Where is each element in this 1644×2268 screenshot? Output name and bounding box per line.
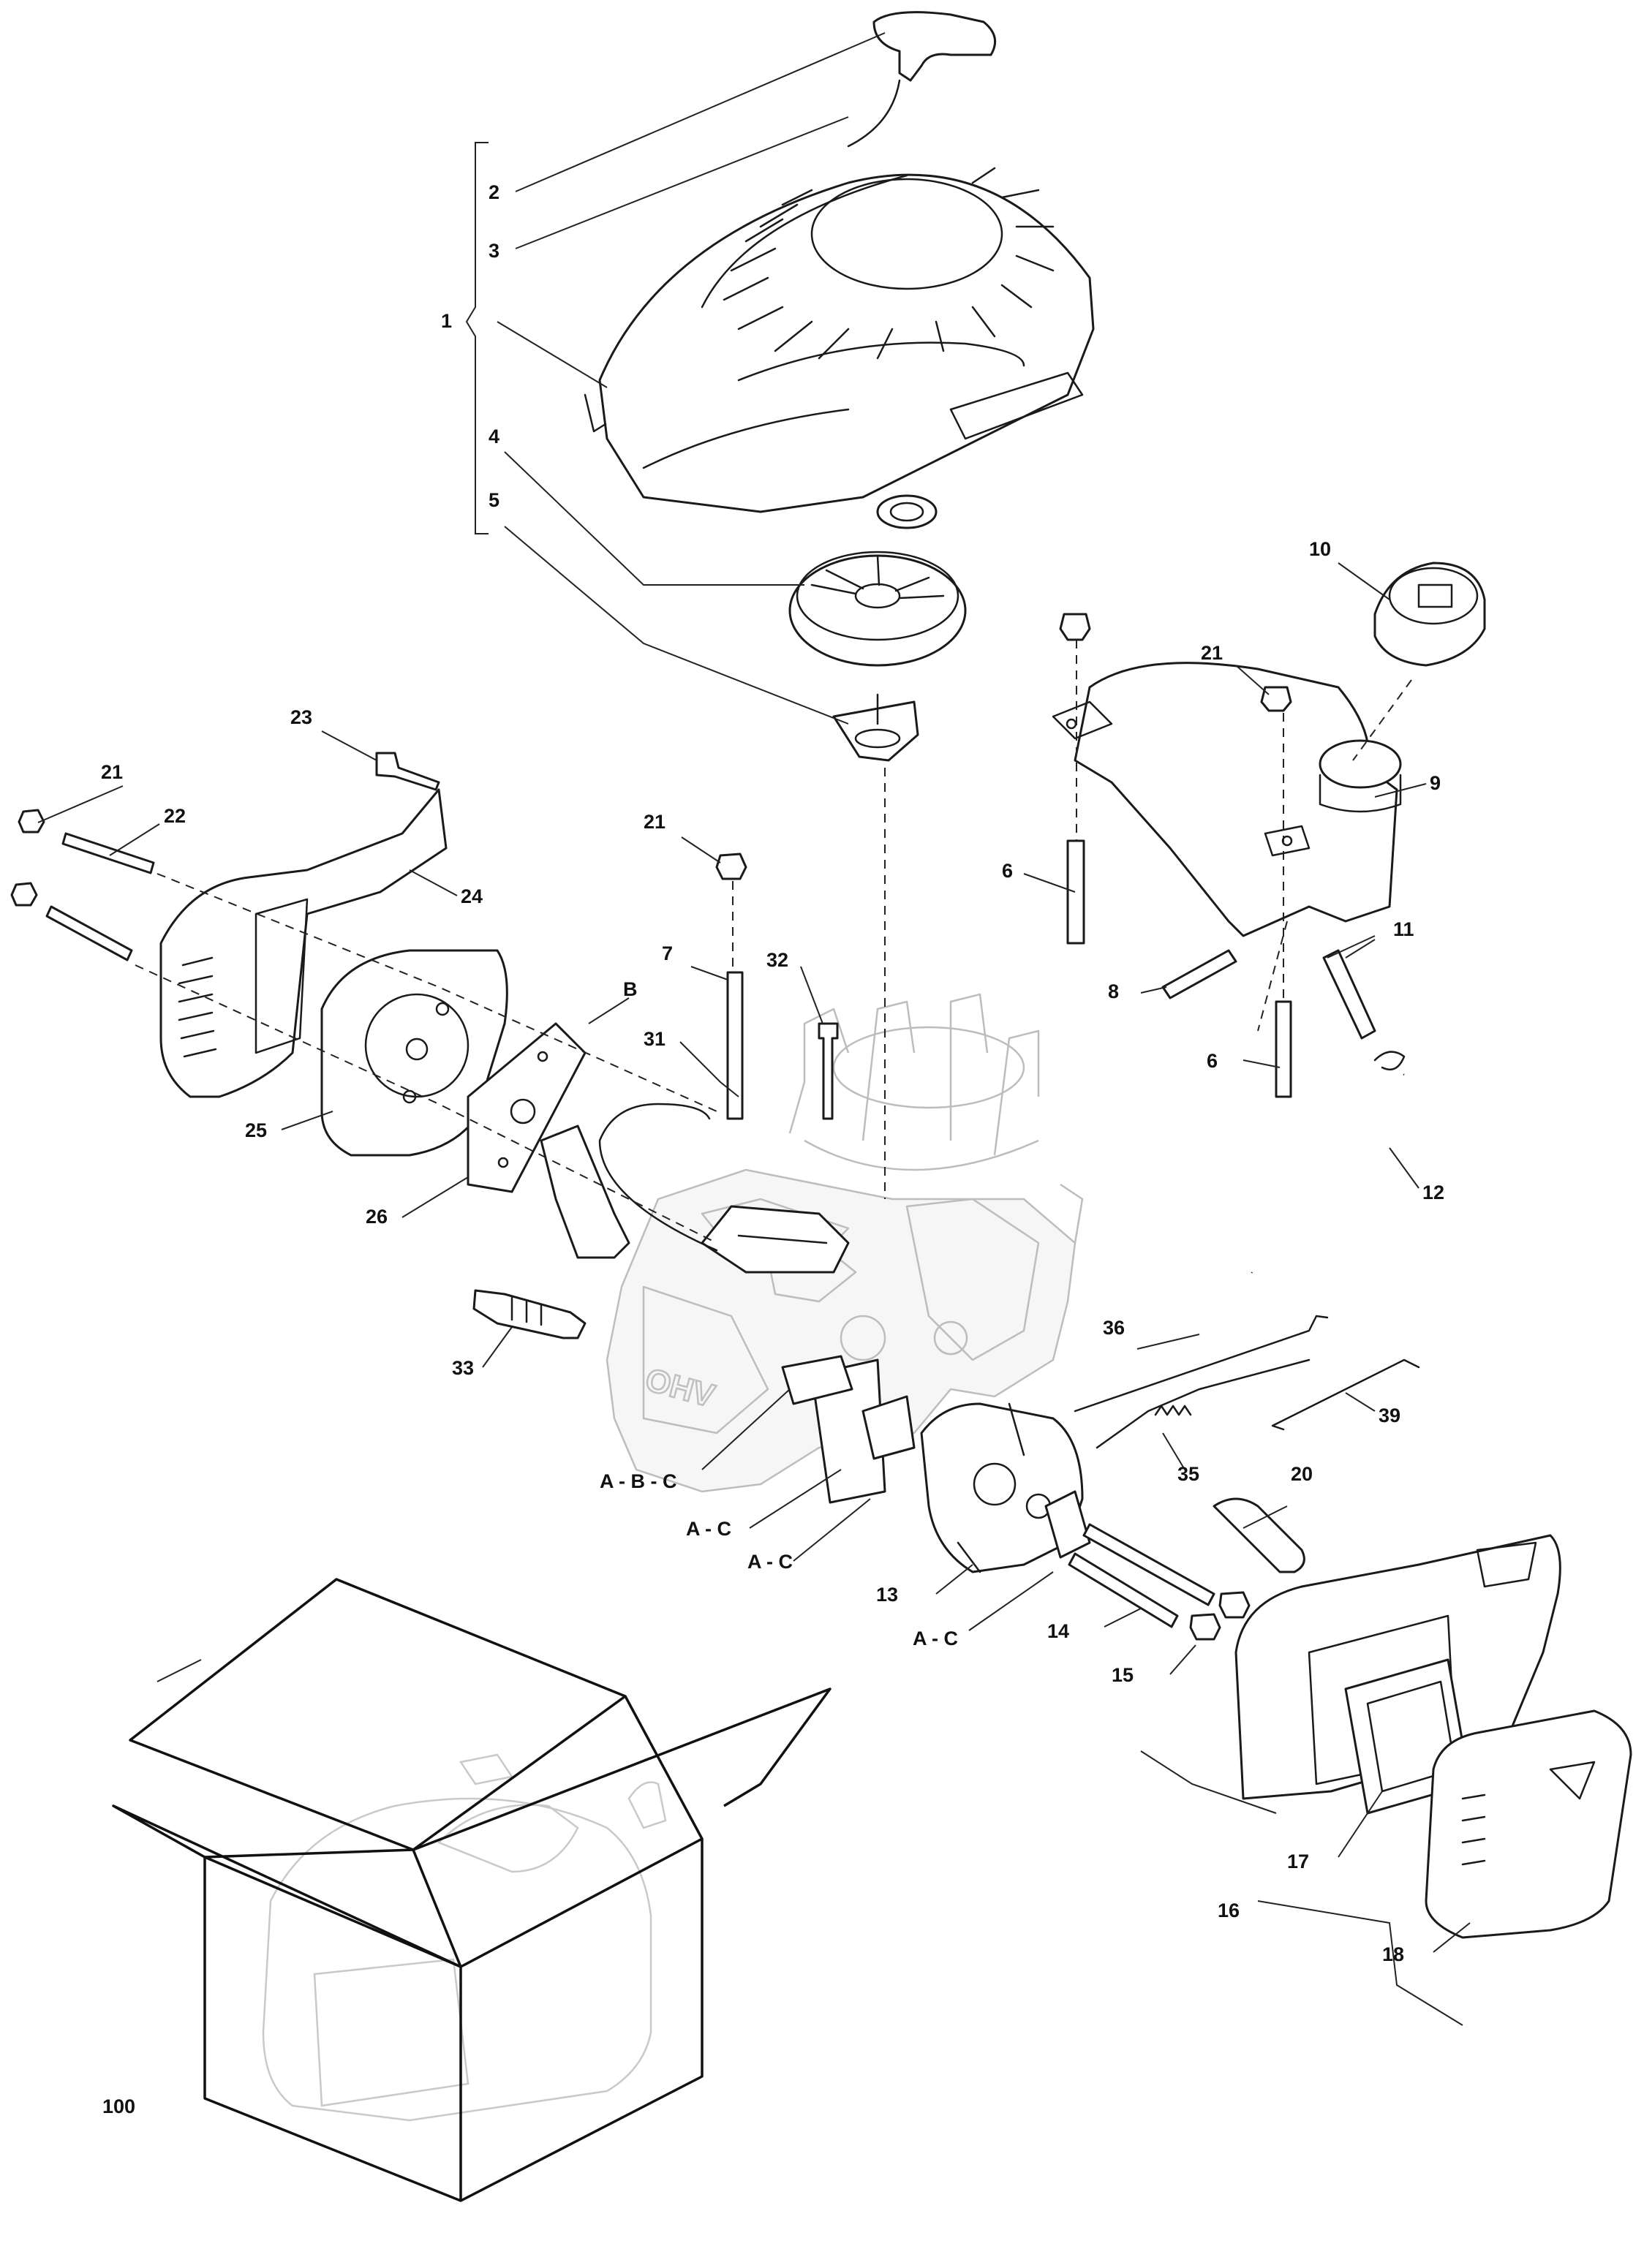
- governor-rod-36: [1074, 1315, 1329, 1413]
- callout-39: 39: [1379, 1405, 1400, 1426]
- muffler-gasket: [467, 1022, 587, 1193]
- callout-7: 7: [662, 942, 673, 964]
- housing-vents: [723, 167, 1055, 360]
- carb-gasket-d: [1044, 1490, 1091, 1559]
- breather-tube: [1213, 1497, 1305, 1573]
- axis-fuel-line: [1257, 921, 1288, 1032]
- starter-pulley: [788, 494, 967, 667]
- choke-rod-39: [1271, 1358, 1420, 1431]
- tank-nut-21: [1059, 613, 1091, 641]
- muffler-stud-lower: [45, 905, 133, 961]
- starter-housing: [584, 167, 1095, 513]
- callout-B: B: [623, 978, 638, 1000]
- air-filter-cover: [1425, 1709, 1632, 1939]
- callout-AC1: A - C: [686, 1518, 731, 1540]
- leader-lines: [37, 32, 1471, 2026]
- callout-100: 100: [102, 2095, 135, 2117]
- spark-plug: [472, 1289, 587, 1339]
- fuel-hose-inner: [1248, 1071, 1448, 1274]
- fuel-cap: [1373, 562, 1486, 667]
- callout-31: 31: [644, 1028, 665, 1050]
- starter-handle: [872, 11, 997, 82]
- callout-20: 20: [1291, 1463, 1313, 1485]
- coil-nut: [715, 853, 747, 880]
- callout-23: 23: [290, 706, 312, 728]
- carb-stud-upper: [1082, 1523, 1215, 1606]
- governor-spring: [1096, 1358, 1311, 1449]
- callout-AC2: A - C: [747, 1551, 793, 1573]
- fuel-hose: [1251, 1073, 1445, 1274]
- spring-coil: [1154, 1405, 1192, 1416]
- callout-10: 10: [1309, 538, 1331, 560]
- carb-gasket-inner: [861, 1395, 916, 1460]
- callout-5: 5: [489, 489, 499, 511]
- callout-12: 12: [1422, 1182, 1444, 1203]
- coil-stud: [726, 971, 744, 1120]
- callout-labels: 2 3 1 4 5 10 21 9 6 11 8 6 12 23 21 22 2…: [101, 181, 1444, 2117]
- callout-25: 25: [245, 1119, 267, 1141]
- starter-rope: [847, 79, 901, 148]
- muffler-stud-upper: [61, 832, 155, 874]
- muffler-nut-lower: [10, 882, 38, 907]
- axis-muffler-lower: [135, 964, 717, 1244]
- callout-4: 4: [489, 426, 499, 447]
- tank-bolt: [1161, 949, 1237, 999]
- callout-ABC: A - B - C: [600, 1470, 676, 1492]
- callout-9: 9: [1430, 772, 1441, 794]
- callout-21-left: 21: [101, 761, 123, 783]
- callout-14: 14: [1047, 1620, 1069, 1642]
- engine-box: [112, 1578, 832, 2202]
- callout-21-tank: 21: [1201, 642, 1223, 664]
- muffler-nut-upper: [18, 809, 45, 834]
- callout-15: 15: [1112, 1664, 1134, 1686]
- tank-stud-upper: [1066, 839, 1085, 945]
- callout-24: 24: [461, 885, 483, 907]
- callout-26: 26: [366, 1206, 388, 1228]
- starter-ratchet: [832, 693, 919, 762]
- carb-nut-lower: [1189, 1613, 1221, 1641]
- callout-13: 13: [876, 1584, 898, 1606]
- ignition-coil: [540, 1103, 850, 1274]
- carb-stud-lower: [1068, 1552, 1179, 1628]
- bracket-1: [465, 142, 489, 534]
- callout-11: 11: [1393, 918, 1414, 940]
- fuel-clip: [1373, 1051, 1406, 1071]
- callout-AC3: A - C: [913, 1628, 958, 1649]
- callout-8: 8: [1108, 980, 1119, 1002]
- callout-22: 22: [164, 805, 186, 827]
- carb-gasket-outer: [781, 1355, 853, 1405]
- callout-2: 2: [489, 181, 499, 203]
- tank-stud-lower: [1275, 1000, 1292, 1098]
- callout-33: 33: [452, 1357, 474, 1379]
- callout-16: 16: [1218, 1900, 1240, 1921]
- axis-fuel-cap: [1352, 679, 1412, 761]
- tank-nut-21b: [1260, 686, 1292, 712]
- callout-17: 17: [1287, 1851, 1309, 1872]
- carb-nut-upper: [1218, 1591, 1251, 1619]
- coil-bolt: [818, 1022, 839, 1120]
- callout-1: 1: [441, 310, 452, 332]
- fuel-tank: [1052, 662, 1402, 937]
- muffler: [320, 949, 508, 1157]
- callout-35: 35: [1177, 1463, 1199, 1485]
- muffler-shield: [159, 788, 448, 1098]
- callout-18: 18: [1382, 1943, 1404, 1965]
- carburetor: [920, 1402, 1084, 1573]
- callout-36: 36: [1103, 1317, 1125, 1339]
- shield-screw: [375, 752, 440, 791]
- fuel-fitting: [1322, 949, 1376, 1040]
- callout-32: 32: [766, 949, 788, 971]
- callout-6-upper: 6: [1002, 860, 1013, 882]
- callout-21-center: 21: [644, 811, 665, 833]
- callout-6-lower: 6: [1207, 1050, 1218, 1072]
- callout-3: 3: [489, 240, 499, 262]
